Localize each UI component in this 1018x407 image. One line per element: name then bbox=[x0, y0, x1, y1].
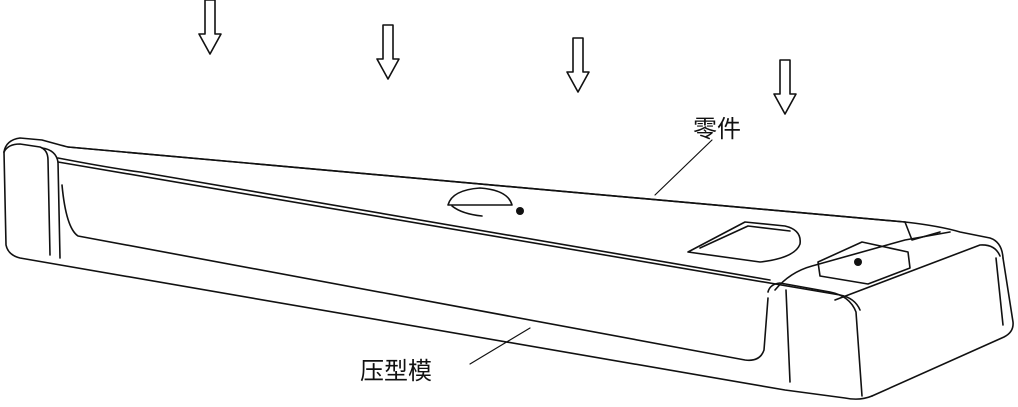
die-right-top-b bbox=[775, 232, 950, 290]
label-part: 零件 bbox=[693, 115, 741, 143]
label-die: 压型模 bbox=[360, 357, 432, 385]
die-front-top bbox=[58, 162, 860, 310]
die-top-edge bbox=[4, 138, 1003, 258]
part-cutout-right-inner bbox=[700, 226, 790, 248]
part-front-edge bbox=[58, 158, 770, 280]
part-top-edge bbox=[68, 147, 905, 222]
die-right-cap bbox=[768, 283, 862, 396]
die-right-cap-inner bbox=[786, 290, 790, 382]
die-bottom-edge bbox=[4, 152, 872, 399]
die-right-edge bbox=[872, 258, 1013, 396]
press-die bbox=[4, 138, 1013, 399]
part-tab bbox=[818, 242, 910, 284]
die-left-cap bbox=[4, 144, 50, 255]
part-cutout-center-inner bbox=[452, 206, 482, 216]
die-right-top bbox=[835, 245, 1000, 300]
part-cutout-right bbox=[688, 222, 800, 262]
press-arrow-4 bbox=[774, 60, 796, 114]
die-left-cap-inner bbox=[42, 148, 60, 258]
die-front-groove bbox=[62, 185, 768, 360]
die-right-corner bbox=[905, 222, 940, 240]
part-tab-hole bbox=[854, 258, 862, 266]
formed-part bbox=[58, 147, 910, 284]
press-arrows bbox=[199, 0, 796, 114]
part-hole-center bbox=[516, 207, 524, 215]
leader-line-die bbox=[470, 328, 530, 364]
part-cutout-center bbox=[448, 188, 512, 205]
press-arrow-2 bbox=[377, 25, 399, 79]
leader-line-part bbox=[655, 140, 712, 195]
press-arrow-3 bbox=[567, 38, 589, 92]
die-right-face-line bbox=[996, 258, 1003, 325]
press-arrow-1 bbox=[199, 0, 221, 54]
